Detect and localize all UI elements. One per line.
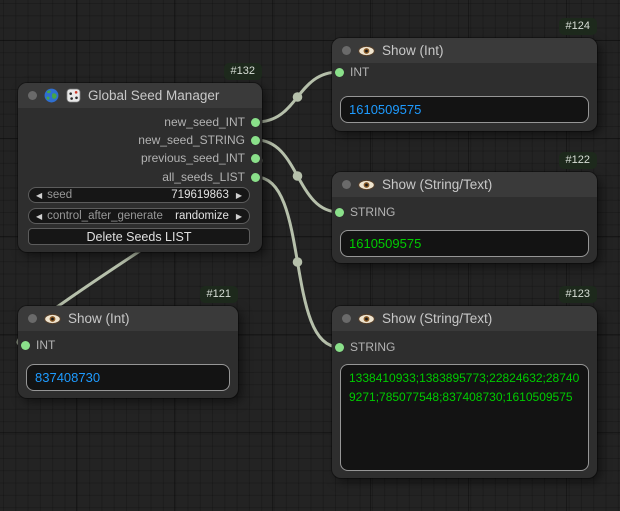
node-title: Show (Int) [68, 311, 130, 326]
node-title: Show (String/Text) [382, 177, 493, 192]
string-value-display[interactable]: 1610509575 [340, 230, 589, 257]
input-slot-int[interactable]: INT [335, 64, 369, 80]
node-title: Show (Int) [382, 43, 444, 58]
seed-widget[interactable]: ◀ seed 719619863 ▶ [28, 187, 250, 203]
node-title-bar[interactable]: Global Seed Manager [18, 83, 262, 108]
node-show-string-123[interactable]: #123 Show (String/Text) STRING 133841093… [332, 286, 597, 478]
int-value-display[interactable]: 1610509575 [340, 96, 589, 123]
output-label: new_seed_INT [164, 115, 245, 129]
node-show-int-121[interactable]: #121 Show (Int) INT 837408730 [18, 286, 238, 398]
output-dot[interactable] [251, 172, 260, 182]
eye-icon [358, 313, 375, 325]
node-id-badge: #121 [199, 286, 238, 303]
link-midpoint-dot[interactable] [292, 92, 303, 102]
link-midpoint-dot[interactable] [292, 171, 303, 181]
node-id-badge: #124 [558, 18, 597, 35]
increment-arrow-icon[interactable]: ▶ [235, 190, 242, 200]
node-title-bar[interactable]: Show (String/Text) [332, 172, 597, 197]
output-label: all_seeds_LIST [162, 170, 245, 184]
increment-arrow-icon[interactable]: ▶ [235, 211, 242, 221]
output-slot-new-seed-int[interactable]: new_seed_INT [164, 114, 260, 130]
node-global-seed-manager[interactable]: #132 Global Seed Manager new_seed_INT ne… [18, 63, 262, 252]
output-dot[interactable] [251, 135, 260, 145]
eye-icon [358, 45, 375, 57]
eye-icon [44, 313, 61, 325]
input-label: STRING [350, 340, 396, 354]
node-show-string-122[interactable]: #122 Show (String/Text) STRING 161050957… [332, 152, 597, 263]
node-title: Global Seed Manager [88, 88, 220, 103]
globe-icon [44, 88, 59, 103]
link-midpoint-dot[interactable] [292, 257, 303, 267]
eye-icon [358, 179, 375, 191]
output-label: new_seed_STRING [138, 133, 245, 147]
input-label: STRING [350, 205, 396, 219]
input-slot-string[interactable]: STRING [335, 204, 395, 220]
widget-value: 719619863 [171, 189, 229, 201]
control-after-generate-widget[interactable]: ◀ control_after_generate randomize ▶ [28, 208, 250, 224]
node-title-bar[interactable]: Show (Int) [332, 38, 597, 63]
output-slot-all-seeds-list[interactable]: all_seeds_LIST [162, 169, 260, 185]
string-list-display[interactable]: 1338410933;1383895773;22824632;287409271… [340, 364, 589, 471]
node-id-badge: #122 [558, 152, 597, 169]
delete-seeds-list-button[interactable]: Delete Seeds LIST [28, 228, 250, 245]
output-slot-previous-seed-int[interactable]: previous_seed_INT [141, 150, 260, 166]
int-value-display[interactable]: 837408730 [26, 364, 230, 391]
input-label: INT [350, 65, 370, 79]
decrement-arrow-icon[interactable]: ◀ [36, 211, 43, 221]
node-title: Show (String/Text) [382, 311, 493, 326]
output-label: previous_seed_INT [140, 151, 245, 165]
collapse-dot[interactable] [28, 314, 37, 323]
output-dot[interactable] [251, 117, 260, 127]
input-dot[interactable] [335, 67, 344, 77]
input-slot-string[interactable]: STRING [335, 339, 395, 355]
output-dot[interactable] [251, 153, 260, 163]
decrement-arrow-icon[interactable]: ◀ [36, 190, 43, 200]
widget-name: control_after_generate [47, 210, 163, 222]
collapse-dot[interactable] [28, 91, 37, 100]
input-label: INT [36, 338, 56, 352]
collapse-dot[interactable] [342, 46, 351, 55]
collapse-dot[interactable] [342, 180, 351, 189]
input-dot[interactable] [335, 207, 344, 217]
node-show-int-124[interactable]: #124 Show (Int) INT 1610509575 [332, 18, 597, 131]
widget-value: randomize [175, 210, 229, 222]
node-id-badge: #132 [223, 63, 262, 80]
node-title-bar[interactable]: Show (String/Text) [332, 306, 597, 331]
input-dot[interactable] [335, 342, 344, 352]
collapse-dot[interactable] [342, 314, 351, 323]
output-slot-new-seed-string[interactable]: new_seed_STRING [138, 132, 260, 148]
node-title-bar[interactable]: Show (Int) [18, 306, 238, 331]
dice-icon [66, 88, 81, 103]
input-slot-int[interactable]: INT [21, 337, 55, 353]
node-id-badge: #123 [558, 286, 597, 303]
input-dot[interactable] [21, 340, 30, 350]
widget-name: seed [47, 189, 73, 201]
